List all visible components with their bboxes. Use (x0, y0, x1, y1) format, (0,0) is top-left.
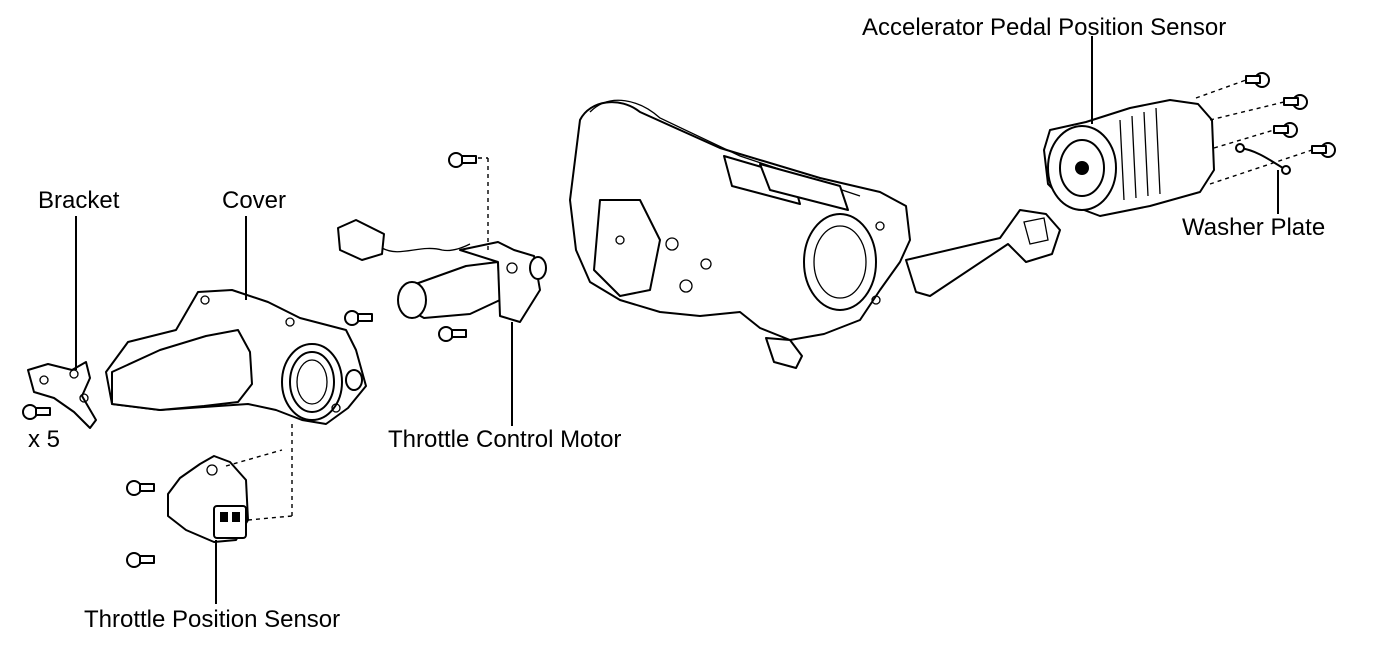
apps-bolt-2 (1283, 94, 1308, 110)
throttle-control-motor-part (337, 157, 547, 426)
apps-bolt-3 (1273, 122, 1298, 138)
motor-bolt-top (448, 152, 477, 168)
label-cover: Cover (222, 187, 287, 214)
throttle-body-part (569, 99, 1061, 369)
apps-bolt-1 (1245, 72, 1270, 88)
label-washer-plate: Washer Plate (1182, 214, 1326, 241)
bracket-bolt (22, 404, 51, 420)
label-bracket-quantity: x 5 (28, 426, 61, 453)
apps-bolts (1195, 72, 1336, 185)
tps-bolt-upper (126, 480, 155, 496)
motor-bolt-bottom (438, 326, 467, 342)
apps-bolt-4 (1311, 142, 1336, 158)
label-throttle-position-sensor: Throttle Position Sensor (84, 606, 341, 633)
washer-plate-part (1235, 143, 1291, 214)
label-bracket: Bracket (38, 187, 120, 214)
label-accelerator-pedal-position-sensor: Accelerator Pedal Position Sensor (862, 14, 1227, 41)
cover-part (105, 216, 367, 425)
motor-bolt-left (344, 310, 373, 326)
label-throttle-control-motor: Throttle Control Motor (388, 426, 622, 453)
accelerator-pedal-position-sensor-part (1043, 36, 1215, 217)
tps-bolt-lower (126, 552, 155, 568)
bracket-part (27, 216, 97, 429)
throttle-position-sensor-part (167, 424, 293, 604)
